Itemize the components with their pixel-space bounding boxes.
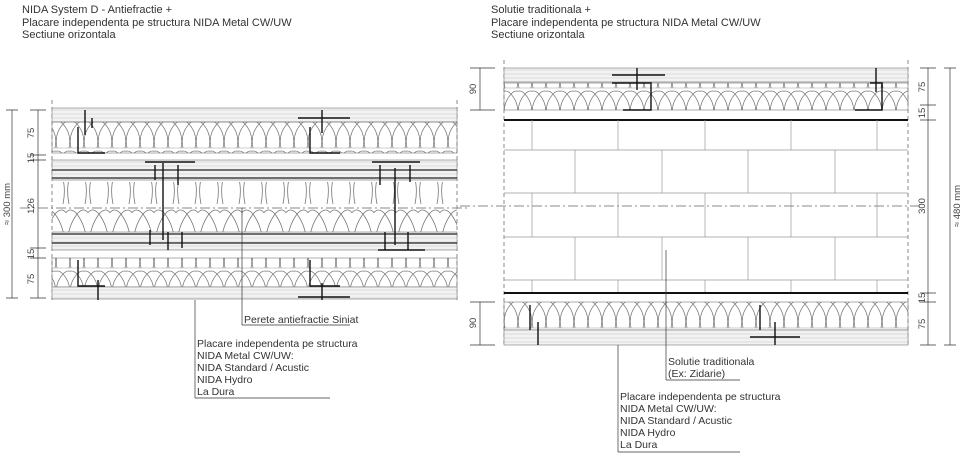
callout-line: NIDA Metal CW/UW: xyxy=(620,403,717,415)
dim-left-1: 75 xyxy=(26,128,37,139)
right-title-line: Solutie traditionala + xyxy=(491,4,591,16)
callout-line: La Dura xyxy=(620,439,658,451)
dim-left-2: 15 xyxy=(26,153,37,164)
callout-line: NIDA Hydro xyxy=(197,374,253,386)
dim-right-2: 15 xyxy=(917,108,928,119)
dim-right-5: 75 xyxy=(917,319,928,330)
left-title-line: NIDA System D - Antiefractie + xyxy=(22,4,173,16)
dim-left-4: 15 xyxy=(26,249,37,260)
right-callout-wall: Solutie traditionala (Ex: Zidarie) xyxy=(668,356,754,380)
dim-left-3: 126 xyxy=(26,198,37,214)
callout-line: Placare independenta pe structura xyxy=(620,391,781,403)
dim-right-total: ≈ 480 mm xyxy=(952,185,960,227)
dim-right-4: 15 xyxy=(917,293,928,304)
callout-line: NIDA Metal CW/UW: xyxy=(197,350,294,362)
left-title: NIDA System D - Antiefractie + Placare i… xyxy=(22,4,292,42)
dim-left-5: 75 xyxy=(26,274,37,285)
callout-line: NIDA Standard / Acustic xyxy=(620,415,733,427)
callout-line: Placare independenta pe structura xyxy=(197,338,358,350)
left-callout-wall: Perete antiefractie Siniat xyxy=(244,314,359,326)
right-title: Solutie traditionala + Placare independe… xyxy=(491,4,761,42)
callout-line: NIDA Standard / Acustic xyxy=(197,362,310,374)
left-title-line: Placare independenta pe structura NIDA M… xyxy=(22,16,292,29)
callout-line: (Ex: Zidarie) xyxy=(668,368,726,380)
dim-right-90-bottom: 90 xyxy=(468,318,479,329)
callout-line: Solutie traditionala xyxy=(668,356,755,368)
left-section xyxy=(6,100,470,399)
right-title-line: Sectiune orizontala xyxy=(491,29,585,41)
dim-right-90-top: 90 xyxy=(468,84,479,95)
dim-right-1: 75 xyxy=(917,82,928,93)
left-callout-lining: Placare independenta pe structura NIDA M… xyxy=(197,338,358,398)
callout-line: La Dura xyxy=(197,386,235,398)
right-section xyxy=(460,60,956,453)
right-callout-lining: Placare independenta pe structura NIDA M… xyxy=(620,391,781,451)
left-title-line: Sectiune orizontala xyxy=(22,29,116,41)
right-title-line: Placare independenta pe structura NIDA M… xyxy=(491,16,761,29)
callout-line: NIDA Hydro xyxy=(620,427,676,439)
dim-left-total: ≈ 300 mm xyxy=(2,183,13,225)
dim-right-3: 300 xyxy=(917,198,928,214)
